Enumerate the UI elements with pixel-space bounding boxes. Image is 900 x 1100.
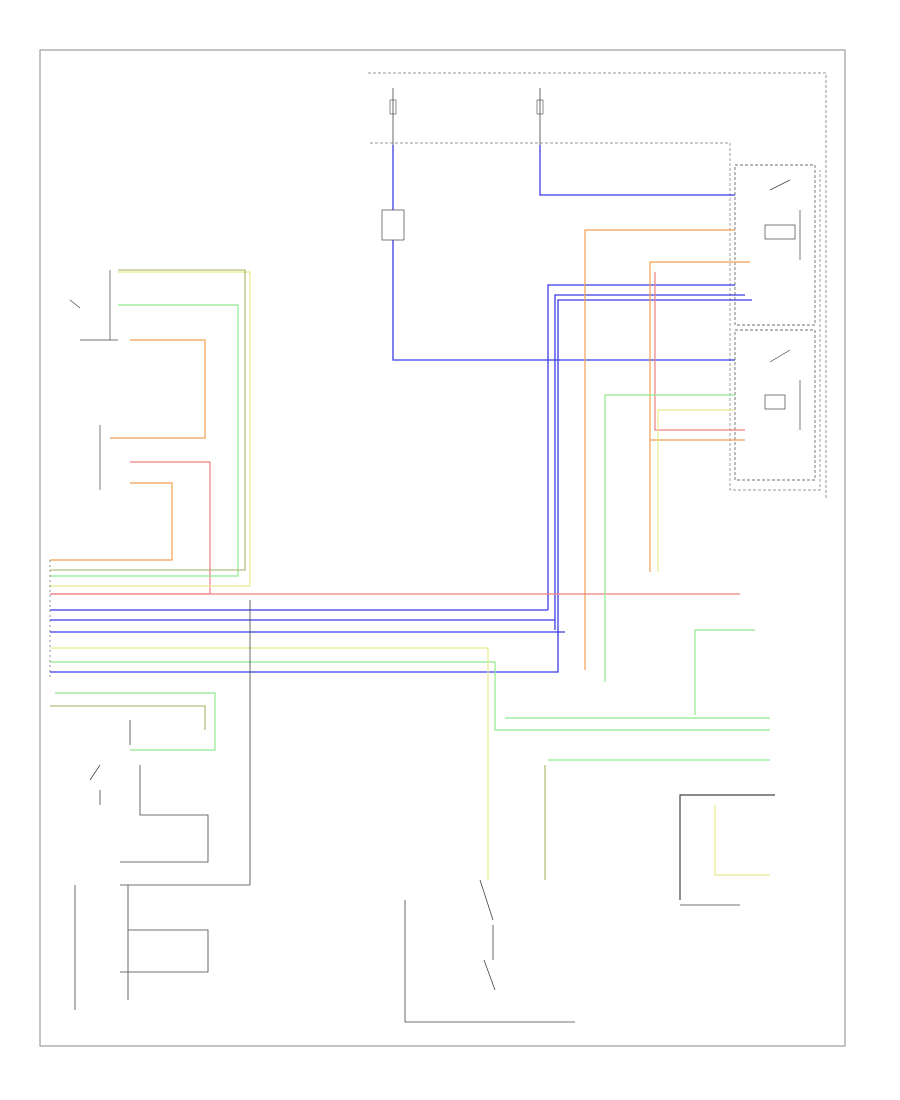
black-control-wire bbox=[679, 794, 775, 900]
fuse-bus-dashed bbox=[370, 142, 821, 491]
olive-wires bbox=[50, 269, 546, 880]
main-relay-box bbox=[381, 209, 405, 241]
ac-switch-panel bbox=[69, 270, 118, 490]
fuse-b bbox=[536, 88, 544, 145]
power-boundary bbox=[368, 72, 827, 500]
dual-pressure-switch bbox=[404, 879, 575, 1023]
fuse-a bbox=[389, 88, 397, 145]
ac-relay-upper bbox=[734, 164, 816, 326]
blue-wires bbox=[50, 145, 752, 673]
ac-relay-lower bbox=[734, 329, 816, 481]
diagram-frame bbox=[39, 49, 846, 1047]
orange-wires bbox=[50, 229, 750, 670]
green-wires bbox=[50, 304, 770, 761]
red-wires bbox=[50, 272, 745, 595]
lower-left-switches bbox=[74, 720, 250, 1010]
yellow-wires bbox=[50, 271, 770, 880]
